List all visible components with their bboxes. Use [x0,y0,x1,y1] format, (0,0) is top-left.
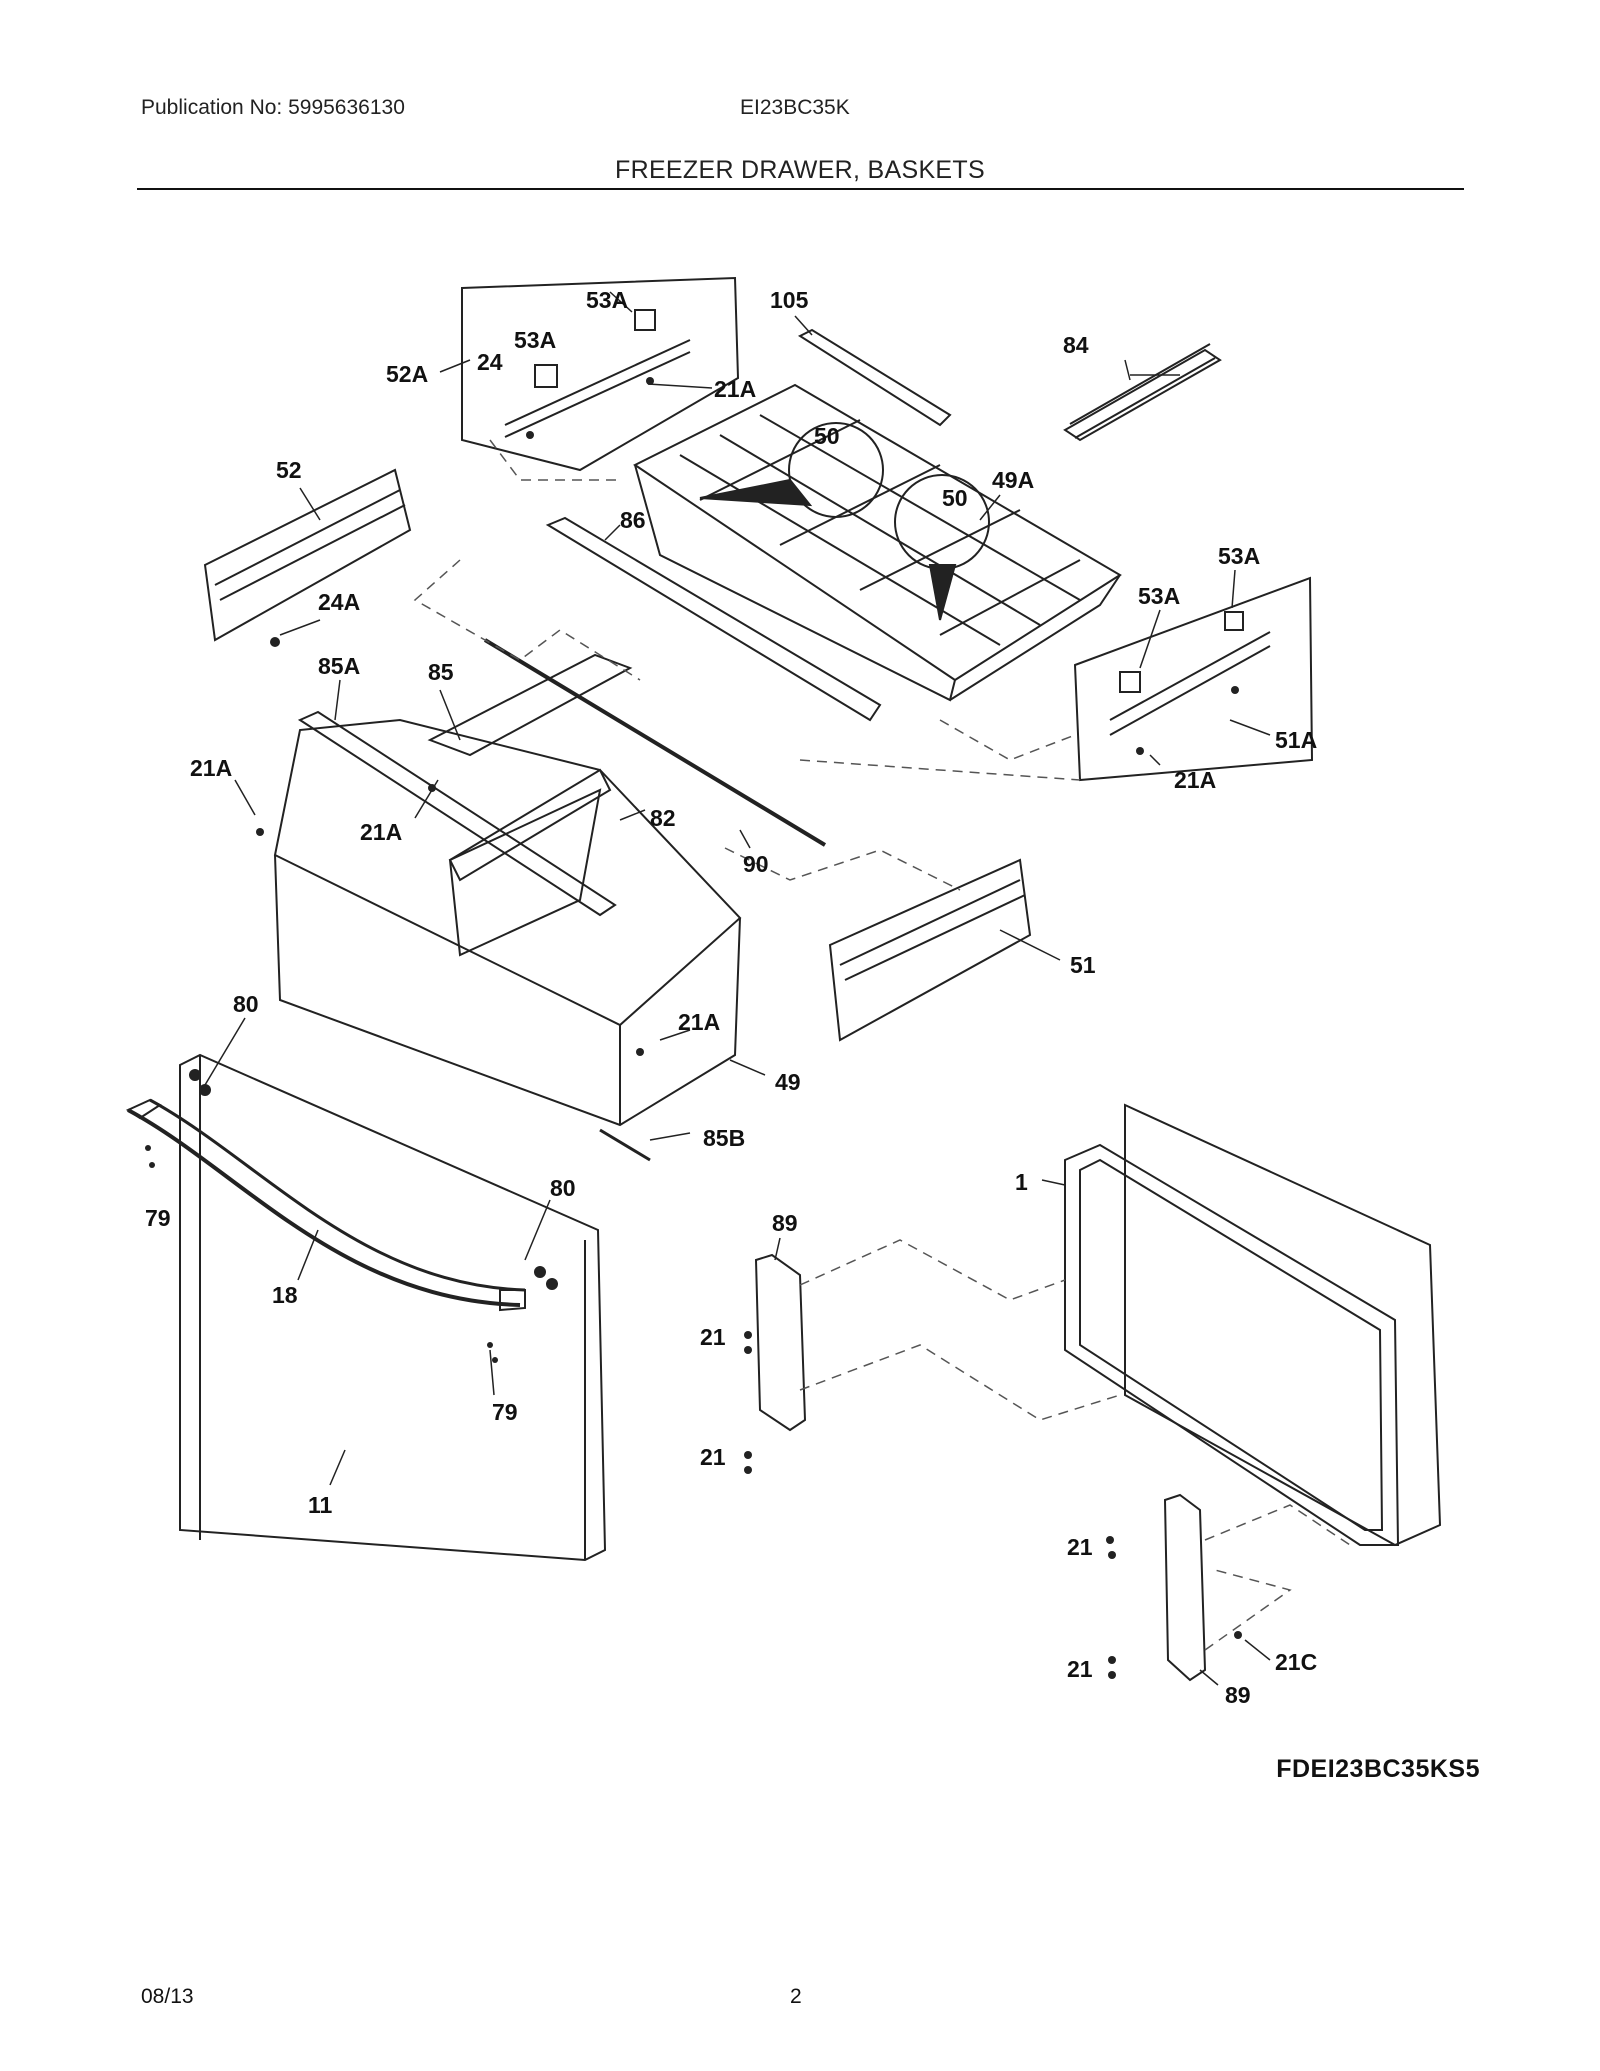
diagram-code: FDEI23BC35KS5 [1276,1755,1480,1783]
label-82: 82 [650,805,676,831]
fasteners [145,377,1242,1679]
label-21a: 21A [714,376,756,402]
label-50: 50 [814,423,840,449]
leader-lines [204,291,1271,1686]
title-rule [137,188,1464,190]
label-52: 52 [276,457,302,483]
part-90-rod [483,638,827,847]
page-number: 2 [790,1985,802,2008]
label-24a: 24A [318,589,360,615]
label-1: 1 [1015,1169,1028,1195]
assembly-guide-lines [413,439,1351,1651]
part-51-slide-rail [828,858,1032,1042]
label-21a: 21A [360,819,402,845]
label-85b: 85B [703,1125,745,1151]
label-52a: 52A [386,361,428,387]
label-18: 18 [272,1282,298,1308]
label-21a: 21A [190,755,232,781]
part-49-freezer-basket [273,718,742,1127]
label-21: 21 [700,1324,726,1350]
label-49: 49 [775,1069,801,1095]
publication-date: 08/13 [141,1985,194,2008]
label-51a: 51A [1275,727,1317,753]
model-number: EI23BC35K [740,96,850,119]
label-21a: 21A [678,1009,720,1035]
label-53a: 53A [586,287,628,313]
label-89: 89 [1225,1682,1251,1708]
publication-number: Publication No: 5995636130 [141,96,405,119]
label-21a: 21A [1174,767,1216,793]
label-51: 51 [1070,952,1096,978]
part-89-bracket-b [1163,1493,1207,1682]
label-80: 80 [233,991,259,1017]
slide-rail-51a [1109,611,1271,736]
label-53a: 53A [1138,583,1180,609]
label-80: 80 [550,1175,576,1201]
part-50-detail-a [788,422,884,518]
part-85b-rod [599,1128,651,1162]
label-24: 24 [477,349,503,375]
label-105: 105 [770,287,809,313]
label-84: 84 [1063,332,1089,358]
part-1-door-frame [1064,1103,1442,1547]
label-89: 89 [772,1210,798,1236]
label-21c: 21C [1275,1649,1317,1675]
label-50: 50 [942,485,968,511]
label-21: 21 [700,1444,726,1470]
label-53a: 53A [1218,543,1260,569]
part-11-drawer-front [179,1053,607,1562]
part-52-slide-rail [203,468,412,642]
label-86: 86 [620,507,646,533]
part-84-divider [1063,343,1222,442]
slide-rail-52a [504,309,691,438]
label-85a: 85A [318,653,360,679]
part-18-handle [125,1098,526,1312]
label-21: 21 [1067,1656,1093,1682]
part-85a-rail [297,710,617,917]
part-86-trim [545,516,882,722]
label-85: 85 [428,659,454,685]
page-title: FREEZER DRAWER, BASKETS [615,156,985,184]
slide-kit-box-top [461,276,740,472]
label-21: 21 [1067,1534,1093,1560]
label-49a: 49A [992,467,1034,493]
label-90: 90 [743,851,769,877]
part-105-bar [797,328,952,427]
part-85-divider-bar [427,653,633,757]
label-53a: 53A [514,327,556,353]
label-11: 11 [308,1492,333,1518]
label-79: 79 [492,1399,518,1425]
part-49a-wire-basket [633,383,1122,702]
part-89-bracket-a [754,1253,807,1432]
label-79: 79 [145,1205,171,1231]
